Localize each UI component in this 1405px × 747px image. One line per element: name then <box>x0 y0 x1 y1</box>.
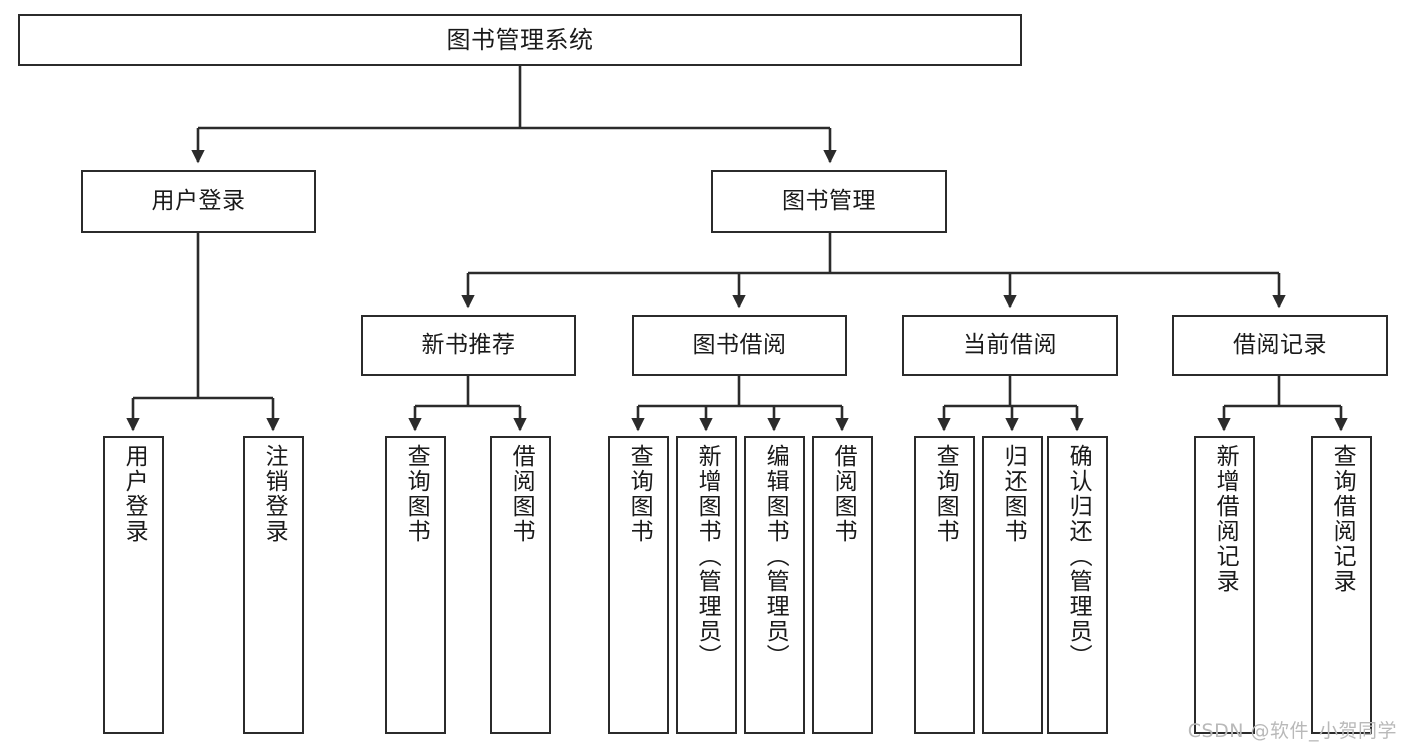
node-label: 注销登录 <box>261 444 288 544</box>
node-leaf-query-book-current[interactable]: 查询图书 <box>914 436 975 734</box>
node-label: 图书管理 <box>782 187 876 214</box>
node-label: 新增借阅记录 <box>1212 444 1239 594</box>
node-label: 图书管理系统 <box>446 25 594 54</box>
node-new-book-recommend[interactable]: 新书推荐 <box>361 315 576 376</box>
node-label: 归还图书 <box>1000 444 1027 544</box>
node-label: 用户登录 <box>121 444 148 544</box>
node-label: 编辑图书（管理员） <box>762 444 789 669</box>
node-borrow-record[interactable]: 借阅记录 <box>1172 315 1388 376</box>
node-label: 查询图书 <box>403 444 430 544</box>
node-label: 查询借阅记录 <box>1329 444 1356 594</box>
node-leaf-confirm-return[interactable]: 确认归还（管理员） <box>1047 436 1108 734</box>
node-current-borrow[interactable]: 当前借阅 <box>902 315 1118 376</box>
node-leaf-edit-book[interactable]: 编辑图书（管理员） <box>744 436 805 734</box>
node-leaf-add-book[interactable]: 新增图书（管理员） <box>676 436 737 734</box>
node-root-book-management-system[interactable]: 图书管理系统 <box>18 14 1022 66</box>
node-label: 查询图书 <box>932 444 959 544</box>
node-leaf-return-book[interactable]: 归还图书 <box>982 436 1043 734</box>
node-leaf-user-login[interactable]: 用户登录 <box>103 436 164 734</box>
node-leaf-query-borrow-record[interactable]: 查询借阅记录 <box>1311 436 1372 734</box>
node-leaf-borrow-book-recommend[interactable]: 借阅图书 <box>490 436 551 734</box>
node-leaf-add-borrow-record[interactable]: 新增借阅记录 <box>1194 436 1255 734</box>
node-book-borrow[interactable]: 图书借阅 <box>632 315 847 376</box>
watermark-text: CSDN @软件_小贺同学 <box>1187 720 1397 742</box>
node-book-manage[interactable]: 图书管理 <box>711 170 947 233</box>
node-label: 确认归还（管理员） <box>1065 444 1092 669</box>
node-label: 借阅图书 <box>508 444 535 544</box>
node-leaf-borrow-book[interactable]: 借阅图书 <box>812 436 873 734</box>
node-label: 借阅图书 <box>830 444 857 544</box>
node-leaf-query-book-borrow[interactable]: 查询图书 <box>608 436 669 734</box>
node-label: 借阅记录 <box>1233 331 1327 358</box>
node-label: 新增图书（管理员） <box>694 444 721 669</box>
node-label: 查询图书 <box>626 444 653 544</box>
node-leaf-query-book-recommend[interactable]: 查询图书 <box>385 436 446 734</box>
node-leaf-user-logout[interactable]: 注销登录 <box>243 436 304 734</box>
node-label: 用户登录 <box>151 187 246 214</box>
node-label: 新书推荐 <box>421 331 516 358</box>
node-user-login[interactable]: 用户登录 <box>81 170 316 233</box>
node-label: 图书借阅 <box>692 331 787 358</box>
node-label: 当前借阅 <box>963 331 1057 358</box>
